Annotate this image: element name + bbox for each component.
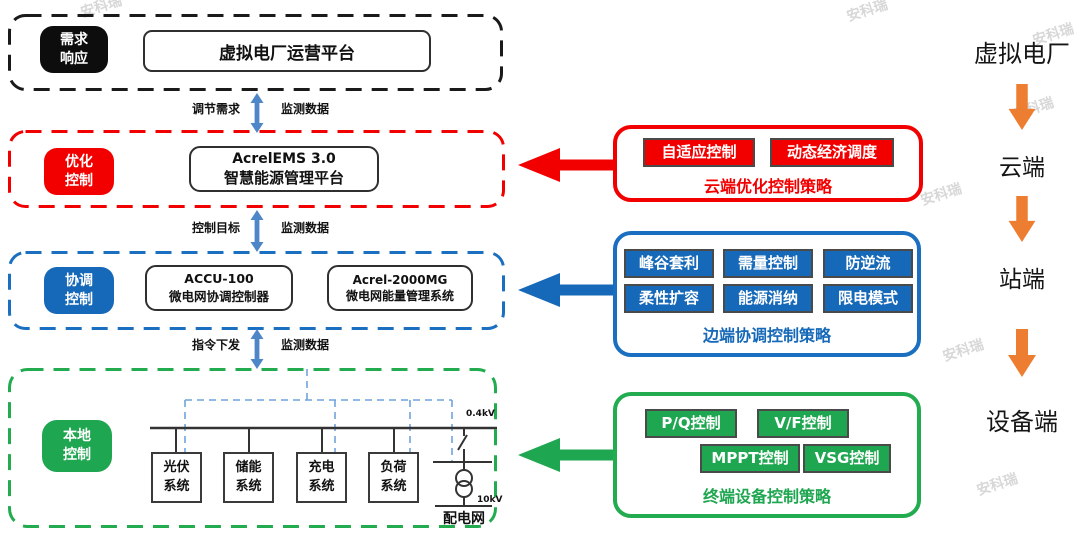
strategy-chip: P/Q控制 <box>645 409 737 438</box>
bus-voltage-label: 0.4kV <box>466 409 495 419</box>
double-arrow-icon <box>250 93 264 133</box>
badge-line: 需求 <box>60 31 88 48</box>
level-label-device: 设备端 <box>986 408 1058 436</box>
strategy-chip: 防逆流 <box>823 249 913 278</box>
badge-local-control: 本地 控制 <box>42 420 112 472</box>
level-label-station: 站端 <box>999 267 1045 293</box>
connector-label-monitoring-data: 监测数据 <box>281 221 330 235</box>
pv-system-box: 光伏 系统 <box>151 452 202 503</box>
strategy-chip: V/F控制 <box>757 409 849 438</box>
orange-down-arrow-icon <box>1008 84 1036 130</box>
strategy-chip: 能源消纳 <box>723 284 813 313</box>
strategy-chip: MPPT控制 <box>700 444 800 473</box>
single-line-diagram <box>150 369 497 507</box>
double-arrow-icon <box>250 329 264 369</box>
badge-coordination-control: 协调 控制 <box>44 267 114 314</box>
double-arrow-icon <box>250 210 264 252</box>
strategy-chip: 动态经济调度 <box>770 138 894 167</box>
product-desc: 微电网协调控制器 <box>168 289 269 304</box>
badge-line: 控制 <box>63 447 91 463</box>
strategy-title: 边端协调控制策略 <box>702 326 831 345</box>
green-left-arrow-icon <box>518 438 613 472</box>
system-label: 系统 <box>380 478 407 494</box>
strategy-title: 云端优化控制策略 <box>703 177 832 196</box>
strategy-chip: 柔性扩容 <box>624 284 714 313</box>
strategy-chip: 需量控制 <box>723 249 813 278</box>
orange-down-arrow-icon <box>1008 329 1036 377</box>
level-label-vpp: 虚拟电厂 <box>974 40 1070 68</box>
system-label: 光伏 <box>163 459 190 475</box>
strategy-chip: VSG控制 <box>803 444 891 473</box>
grid-name-label: 配电网 <box>443 511 485 527</box>
product-name: ACCU-100 <box>184 271 254 286</box>
connector-label-monitoring-data: 监测数据 <box>281 338 330 352</box>
strategy-chip: 限电模式 <box>823 284 913 313</box>
badge-demand-response: 需求 响应 <box>40 26 108 73</box>
strategy-chip: 峰谷套利 <box>624 249 714 278</box>
connector-label-regulation-demand: 调节需求 <box>191 102 240 116</box>
platform-name: 虚拟电厂运营平台 <box>219 43 355 64</box>
system-label: 负荷 <box>380 459 407 475</box>
badge-line: 控制 <box>65 172 93 189</box>
connector-label-monitoring-data: 监测数据 <box>281 102 330 116</box>
cloud-strategy-box: 自适应控制 动态经济调度 云端优化控制策略 <box>613 125 923 202</box>
system-label: 系统 <box>163 478 190 494</box>
badge-optimization-control: 优化 控制 <box>44 148 114 195</box>
storage-system-box: 储能 系统 <box>223 452 274 503</box>
acrelems-box: AcrelEMS 3.0 智慧能源管理平台 <box>189 146 379 192</box>
badge-line: 控制 <box>65 291 93 308</box>
product-name: Acrel-2000MG <box>352 272 448 287</box>
device-strategy-box: P/Q控制 V/F控制 MPPT控制 VSG控制 终端设备控制策略 <box>613 392 921 518</box>
level-label-cloud: 云端 <box>999 155 1045 181</box>
product-desc: 微电网能量管理系统 <box>345 288 454 303</box>
badge-line: 本地 <box>63 428 91 445</box>
strategy-chip: 自适应控制 <box>643 138 755 167</box>
connector-label-control-target: 控制目标 <box>191 221 240 235</box>
badge-line: 优化 <box>65 153 93 170</box>
system-label: 储能 <box>235 459 262 475</box>
connector-label-command-dispatch: 指令下发 <box>191 338 240 352</box>
acrel2000mg-box: Acrel-2000MG 微电网能量管理系统 <box>327 265 473 311</box>
vpp-operation-platform-box: 虚拟电厂运营平台 <box>143 30 431 72</box>
red-left-arrow-icon <box>518 148 613 182</box>
charging-system-box: 充电 系统 <box>296 452 347 503</box>
product-desc: 智慧能源管理平台 <box>223 168 344 187</box>
edge-strategy-box: 峰谷套利 需量控制 防逆流 柔性扩容 能源消纳 限电模式 边端协调控制策略 <box>613 231 921 357</box>
strategy-title: 终端设备控制策略 <box>702 487 831 506</box>
system-label: 系统 <box>235 478 262 494</box>
system-label: 系统 <box>308 478 335 494</box>
lv-voltage-label: 10kV <box>477 495 503 505</box>
product-name: AcrelEMS 3.0 <box>232 150 336 167</box>
system-label: 充电 <box>308 459 335 475</box>
orange-down-arrow-icon <box>1008 196 1036 242</box>
blue-left-arrow-icon <box>518 273 613 307</box>
load-system-box: 负荷 系统 <box>368 452 419 503</box>
accu100-box: ACCU-100 微电网协调控制器 <box>145 265 293 311</box>
badge-line: 协调 <box>65 272 93 289</box>
badge-line: 响应 <box>60 50 88 67</box>
